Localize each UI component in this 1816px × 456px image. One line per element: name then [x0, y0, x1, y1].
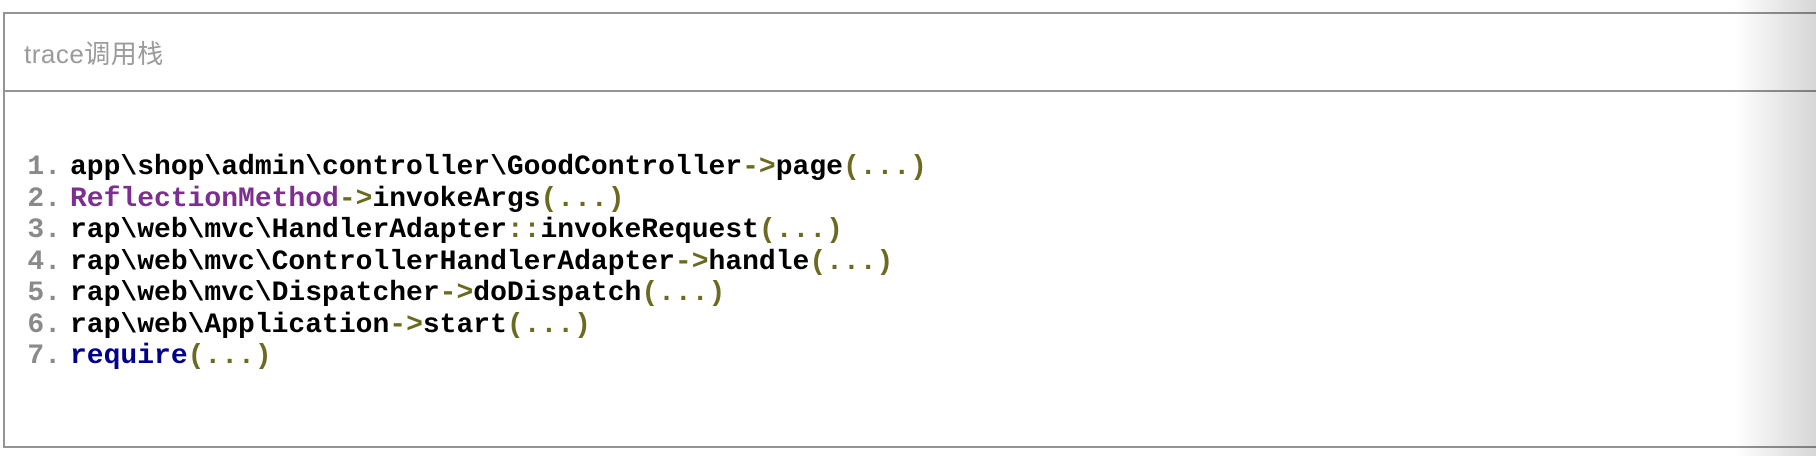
code-segment-op: ->	[389, 309, 423, 341]
code-segment-op: ->	[674, 246, 709, 278]
frame-code: app\shop\admin\controller\GoodController…	[61, 152, 927, 184]
frame-number: 5.	[27, 278, 61, 309]
frame-code: rap\web\mvc\Dispatcher->doDispatch(...)	[61, 278, 725, 310]
stack-frame: 3.rap\web\mvc\HandlerAdapter::invokeRequ…	[5, 215, 1816, 247]
code-segment-plain: invokeArgs	[372, 183, 541, 215]
frame-number: 6.	[27, 309, 61, 341]
code-segment-op: (...)	[758, 215, 843, 246]
stack-frame: 7.require(...)	[5, 341, 1816, 373]
stack-trace-body: 1.app\shop\admin\controller\GoodControll…	[5, 92, 1816, 373]
frame-number: 1.	[27, 152, 61, 183]
code-segment-op: (...)	[809, 246, 894, 278]
code-segment-op: ->	[742, 152, 776, 183]
stack-frame: 4.rap\web\mvc\ControllerHandlerAdapter->…	[5, 247, 1816, 279]
code-segment-plain: handle	[708, 246, 810, 278]
code-segment-plain: rap\web\mvc\HandlerAdapter	[70, 215, 507, 246]
frame-code: rap\web\mvc\HandlerAdapter::invokeReques…	[61, 215, 843, 247]
stack-frame: 6.rap\web\Application->start(...)	[5, 310, 1816, 342]
code-segment-internal: ReflectionMethod	[70, 183, 339, 215]
code-segment-plain: rap\web\mvc\Dispatcher	[70, 278, 440, 309]
code-segment-plain: rap\web\Application	[70, 309, 390, 341]
code-segment-op: (...)	[842, 152, 927, 183]
code-segment-plain: invokeRequest	[540, 215, 759, 246]
frame-number: 4.	[27, 246, 61, 278]
code-segment-op: (...)	[641, 278, 726, 309]
frame-code: ReflectionMethod->invokeArgs(...)	[61, 184, 625, 216]
stack-list: 1.app\shop\admin\controller\GoodControll…	[5, 152, 1816, 373]
stack-frame: 5.rap\web\mvc\Dispatcher->doDispatch(...…	[5, 278, 1816, 310]
frame-number: 3.	[27, 215, 61, 246]
code-segment-op: (...)	[506, 309, 591, 341]
code-segment-plain: page	[775, 152, 843, 183]
frame-code: rap\web\Application->start(...)	[61, 310, 591, 342]
code-segment-op: (...)	[540, 183, 625, 215]
panel-title: trace调用栈	[24, 38, 164, 69]
frame-number: 7.	[27, 341, 61, 372]
stack-frame: 2.ReflectionMethod->invokeArgs(...)	[5, 184, 1816, 216]
stack-frame: 1.app\shop\admin\controller\GoodControll…	[5, 152, 1816, 184]
frame-code: require(...)	[61, 341, 272, 373]
code-segment-op: (...)	[187, 341, 272, 372]
code-segment-plain: doDispatch	[473, 278, 642, 309]
code-segment-op: ->	[439, 278, 474, 309]
code-segment-plain: start	[422, 309, 507, 341]
code-segment-plain: app\shop\admin\controller\GoodController	[70, 152, 743, 183]
code-segment-keyword: require	[70, 341, 188, 372]
frame-number: 2.	[27, 183, 61, 215]
code-segment-op: ->	[338, 183, 373, 215]
panel-header: trace调用栈	[5, 14, 1816, 92]
trace-panel: trace调用栈 1.app\shop\admin\controller\Goo…	[3, 12, 1816, 448]
frame-code: rap\web\mvc\ControllerHandlerAdapter->ha…	[61, 247, 893, 279]
code-segment-plain: rap\web\mvc\ControllerHandlerAdapter	[70, 246, 675, 278]
code-segment-op: ::	[506, 215, 541, 246]
